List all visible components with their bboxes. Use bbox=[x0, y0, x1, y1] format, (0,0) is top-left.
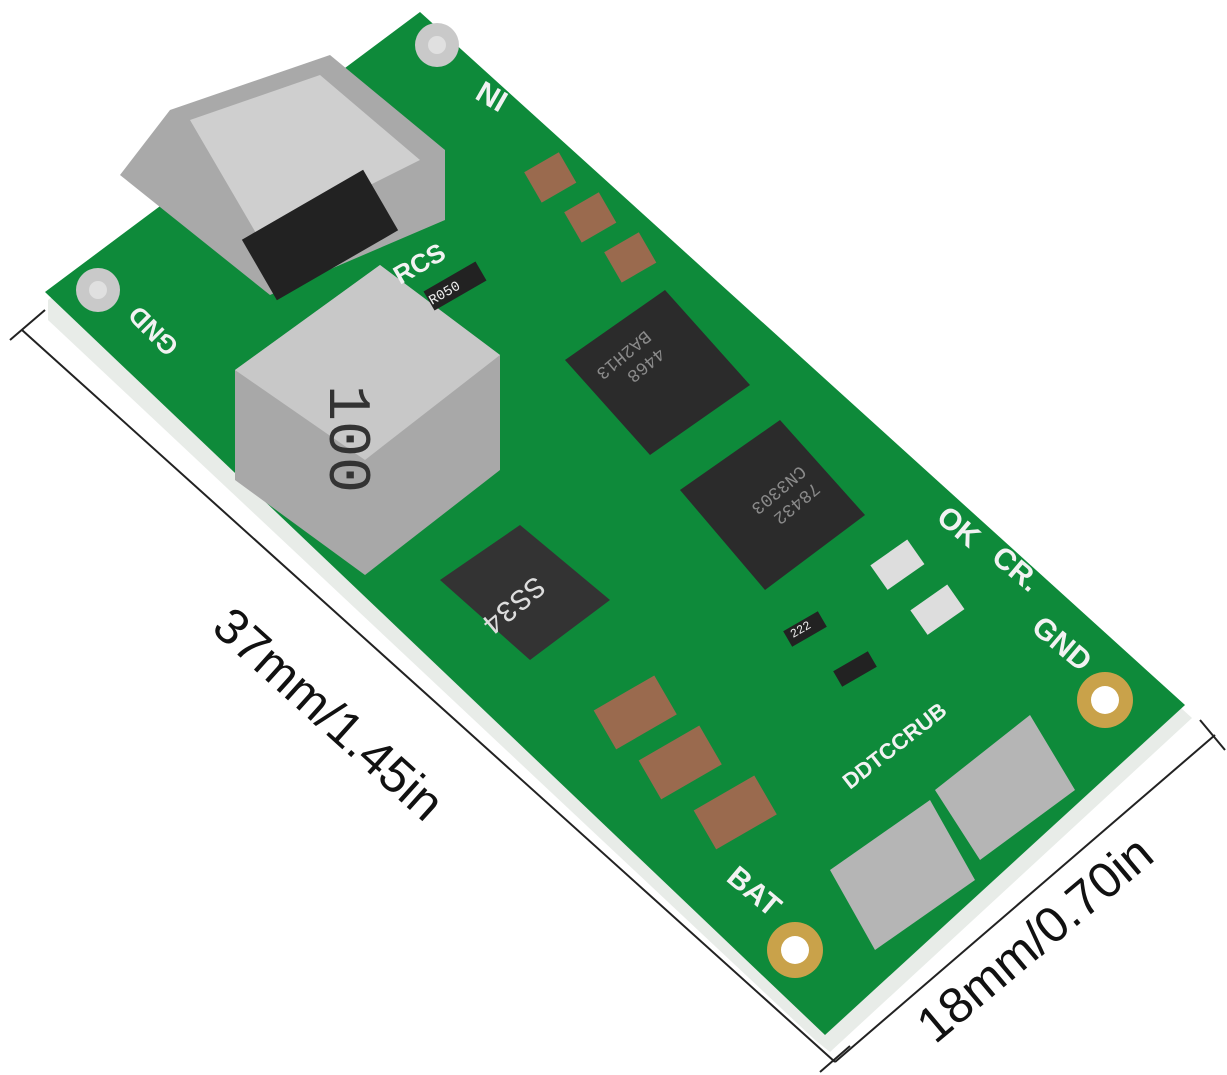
usb-c-connector bbox=[120, 55, 445, 301]
mounting-holes bbox=[76, 23, 1133, 978]
status-leds bbox=[870, 539, 965, 635]
inductor-marking: 100 bbox=[311, 385, 379, 493]
chip-2: CN3303 78432 bbox=[680, 420, 865, 590]
gnd-pad bbox=[935, 715, 1075, 860]
inductor: 100 bbox=[235, 265, 500, 575]
capacitors bbox=[524, 152, 777, 850]
chip-1: BA2H13 4468 bbox=[565, 290, 750, 455]
width-dimension bbox=[834, 719, 1226, 1063]
diode-ss34: SS34 bbox=[440, 525, 610, 660]
bat-pad bbox=[830, 800, 975, 950]
length-dimension bbox=[9, 309, 851, 1073]
